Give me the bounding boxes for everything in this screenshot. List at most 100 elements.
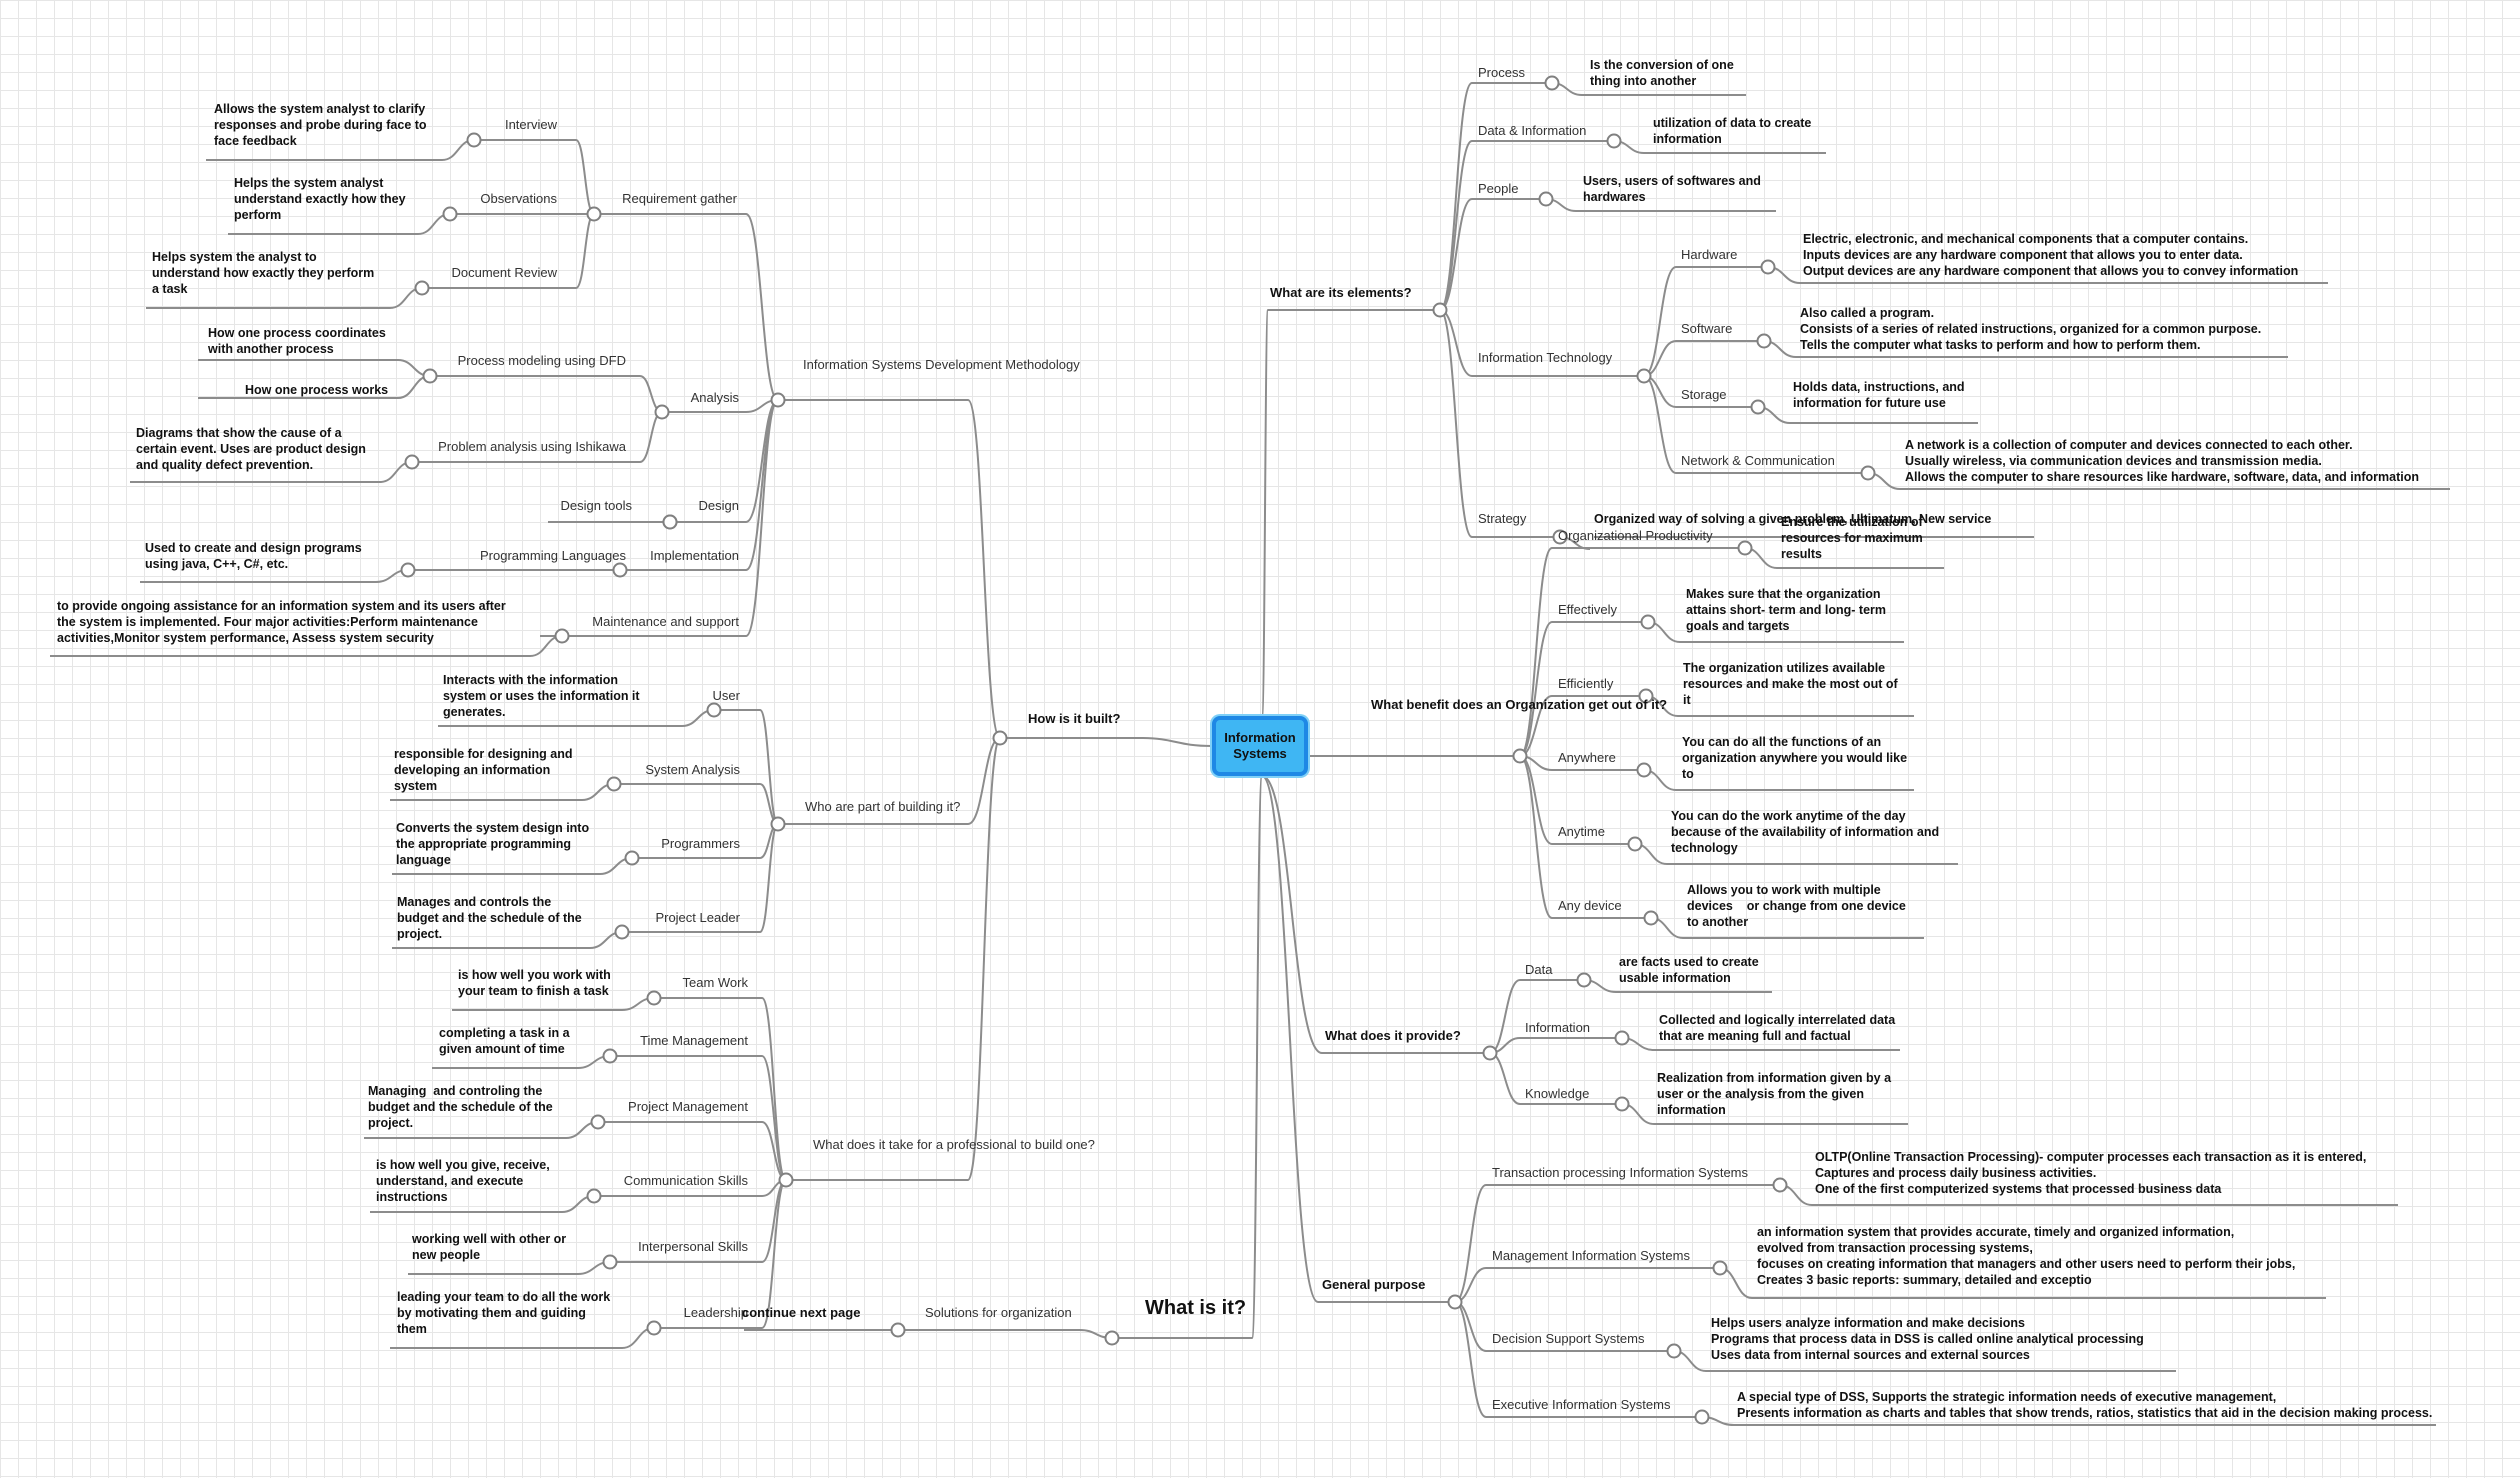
leaf-data-information-desc[interactable]: utilization of data to create informatio… (1653, 116, 1812, 146)
phase-requirement-gather[interactable]: Requirement gather (622, 191, 737, 206)
item-software[interactable]: Software (1681, 321, 1733, 336)
subtopic-professional[interactable]: What does it take for a professional to … (813, 1137, 1095, 1152)
leaf-information-desc[interactable]: Collected and logically interrelated dat… (1659, 1013, 1896, 1043)
collapse-knob[interactable] (422, 368, 438, 384)
subtopic-tps[interactable]: Transaction processing Information Syste… (1492, 1165, 1749, 1180)
item-time-management[interactable]: Time Management (640, 1033, 748, 1048)
collapse-knob[interactable] (1447, 1294, 1463, 1310)
collapse-knob[interactable] (612, 562, 628, 578)
leaf-project-management-desc[interactable]: Managing and controling the budget and t… (368, 1084, 553, 1130)
item-document-review[interactable]: Document Review (451, 265, 558, 280)
leaf-user-desc[interactable]: Interacts with the information system or… (443, 673, 640, 719)
topic-what-is-it[interactable]: What is it? (1145, 1297, 1247, 1319)
collapse-knob[interactable] (654, 404, 670, 420)
collapse-knob[interactable] (1636, 762, 1652, 778)
subtopic-eis[interactable]: Executive Information Systems (1492, 1397, 1671, 1412)
collapse-knob[interactable] (1750, 399, 1766, 415)
collapse-knob[interactable] (1638, 688, 1654, 704)
collapse-knob[interactable] (606, 776, 622, 792)
collapse-knob[interactable] (554, 628, 570, 644)
subtopic-data-information[interactable]: Data & Information (1478, 123, 1587, 138)
collapse-knob[interactable] (602, 1048, 618, 1064)
leaf-dfd-desc-1[interactable]: How one process coordinates with another… (208, 326, 386, 356)
collapse-knob[interactable] (1636, 368, 1652, 384)
subtopic-information[interactable]: Information (1525, 1020, 1591, 1035)
item-storage[interactable]: Storage (1681, 387, 1727, 402)
subtopic-information-technology[interactable]: Information Technology (1478, 350, 1613, 365)
item-leadership[interactable]: Leadership (683, 1305, 748, 1320)
collapse-knob[interactable] (1432, 302, 1448, 318)
collapse-knob[interactable] (1737, 540, 1753, 556)
leaf-observations-desc[interactable]: Helps the system analyst understand exac… (234, 176, 406, 222)
subtopic-effectively[interactable]: Effectively (1558, 602, 1618, 617)
subtopic-any-device[interactable]: Any device (1558, 898, 1622, 913)
topic-elements[interactable]: What are its elements? (1270, 285, 1412, 300)
leaf-hardware-desc[interactable]: Electric, electronic, and mechanical com… (1803, 232, 2299, 278)
item-design-tools[interactable]: Design tools (560, 498, 632, 513)
subtopic-efficiently[interactable]: Efficiently (1558, 676, 1614, 691)
collapse-knob[interactable] (1552, 529, 1568, 545)
collapse-knob[interactable] (1627, 836, 1643, 852)
leaf-ishikawa-desc[interactable]: Diagrams that show the cause of a certai… (136, 426, 366, 472)
central-topic[interactable]: Information Systems (1212, 716, 1308, 776)
collapse-knob[interactable] (1576, 972, 1592, 988)
topic-how-built[interactable]: How is it built? (1028, 711, 1121, 726)
collapse-knob[interactable] (400, 562, 416, 578)
leaf-time-management-desc[interactable]: completing a task in a given amount of t… (439, 1026, 570, 1056)
leaf-continue-next-page[interactable]: continue next page (742, 1305, 861, 1320)
collapse-knob[interactable] (1512, 748, 1528, 764)
subtopic-anytime[interactable]: Anytime (1558, 824, 1605, 839)
collapse-knob[interactable] (1606, 133, 1622, 149)
collapse-knob[interactable] (1104, 1330, 1120, 1346)
collapse-knob[interactable] (1666, 1343, 1682, 1359)
item-observations[interactable]: Observations (480, 191, 557, 206)
leaf-network-desc[interactable]: A network is a collection of computer an… (1905, 438, 2420, 484)
subtopic-anywhere[interactable]: Anywhere (1558, 750, 1616, 765)
leaf-document-review-desc[interactable]: Helps system the analyst to understand h… (152, 250, 375, 296)
collapse-knob[interactable] (770, 816, 786, 832)
subtopic-dss[interactable]: Decision Support Systems (1492, 1331, 1645, 1346)
leaf-mis-desc[interactable]: an information system that provides accu… (1757, 1225, 2296, 1287)
item-ishikawa[interactable]: Problem analysis using Ishikawa (438, 439, 626, 454)
item-communication-skills[interactable]: Communication Skills (623, 1173, 748, 1188)
collapse-knob[interactable] (1538, 191, 1554, 207)
item-user[interactable]: User (712, 688, 740, 703)
collapse-knob[interactable] (1756, 333, 1772, 349)
subtopic-data[interactable]: Data (1525, 962, 1553, 977)
collapse-knob[interactable] (1760, 259, 1776, 275)
leaf-eis-desc[interactable]: A special type of DSS, Supports the stra… (1737, 1390, 2433, 1420)
phase-design[interactable]: Design (698, 498, 739, 513)
phase-analysis[interactable]: Analysis (690, 390, 739, 405)
subtopic-organizational-productivity[interactable]: Organizational Productivity (1558, 528, 1713, 543)
collapse-knob[interactable] (778, 1172, 794, 1188)
leaf-team-work-desc[interactable]: is how well you work with your team to f… (458, 968, 611, 998)
leaf-interview-desc[interactable]: Allows the system analyst to clarify res… (214, 102, 427, 148)
topic-general-purpose[interactable]: General purpose (1322, 1277, 1426, 1292)
item-programmers[interactable]: Programmers (661, 836, 740, 851)
collapse-knob[interactable] (586, 206, 602, 222)
leaf-effectively-desc[interactable]: Makes sure that the organization attains… (1686, 587, 1887, 633)
collapse-knob[interactable] (414, 280, 430, 296)
collapse-knob[interactable] (1643, 910, 1659, 926)
leaf-storage-desc[interactable]: Holds data, instructions, and informatio… (1793, 380, 1965, 410)
collapse-knob[interactable] (1640, 614, 1656, 630)
item-programming-languages[interactable]: Programming Languages (480, 548, 626, 563)
item-interpersonal-skills[interactable]: Interpersonal Skills (638, 1239, 748, 1254)
collapse-knob[interactable] (1694, 1409, 1710, 1425)
leaf-software-desc[interactable]: Also called a program. Consists of a ser… (1800, 306, 2262, 352)
leaf-project-leader-desc[interactable]: Manages and controls the budget and the … (397, 895, 582, 941)
leaf-strategy-desc[interactable]: Organized way of solving a given problem… (1594, 512, 1992, 526)
item-dfd[interactable]: Process modeling using DFD (457, 353, 626, 368)
subtopic-isdm[interactable]: Information Systems Development Methodol… (803, 357, 1080, 372)
leaf-anytime-desc[interactable]: You can do the work anytime of the day b… (1671, 809, 1940, 855)
phase-maintenance[interactable]: Maintenance and support (592, 614, 739, 629)
leaf-process-desc[interactable]: Is the conversion of one thing into anot… (1590, 58, 1734, 88)
collapse-knob[interactable] (890, 1322, 906, 1338)
item-interview[interactable]: Interview (504, 117, 557, 132)
leaf-knowledge-desc[interactable]: Realization from information given by a … (1657, 1071, 1892, 1117)
leaf-people-desc[interactable]: Users, users of softwares and hardwares (1583, 174, 1761, 204)
leaf-leadership-desc[interactable]: leading your team to do all the work by … (397, 1290, 611, 1336)
collapse-knob[interactable] (706, 702, 722, 718)
collapse-knob[interactable] (466, 132, 482, 148)
collapse-knob[interactable] (1544, 75, 1560, 91)
